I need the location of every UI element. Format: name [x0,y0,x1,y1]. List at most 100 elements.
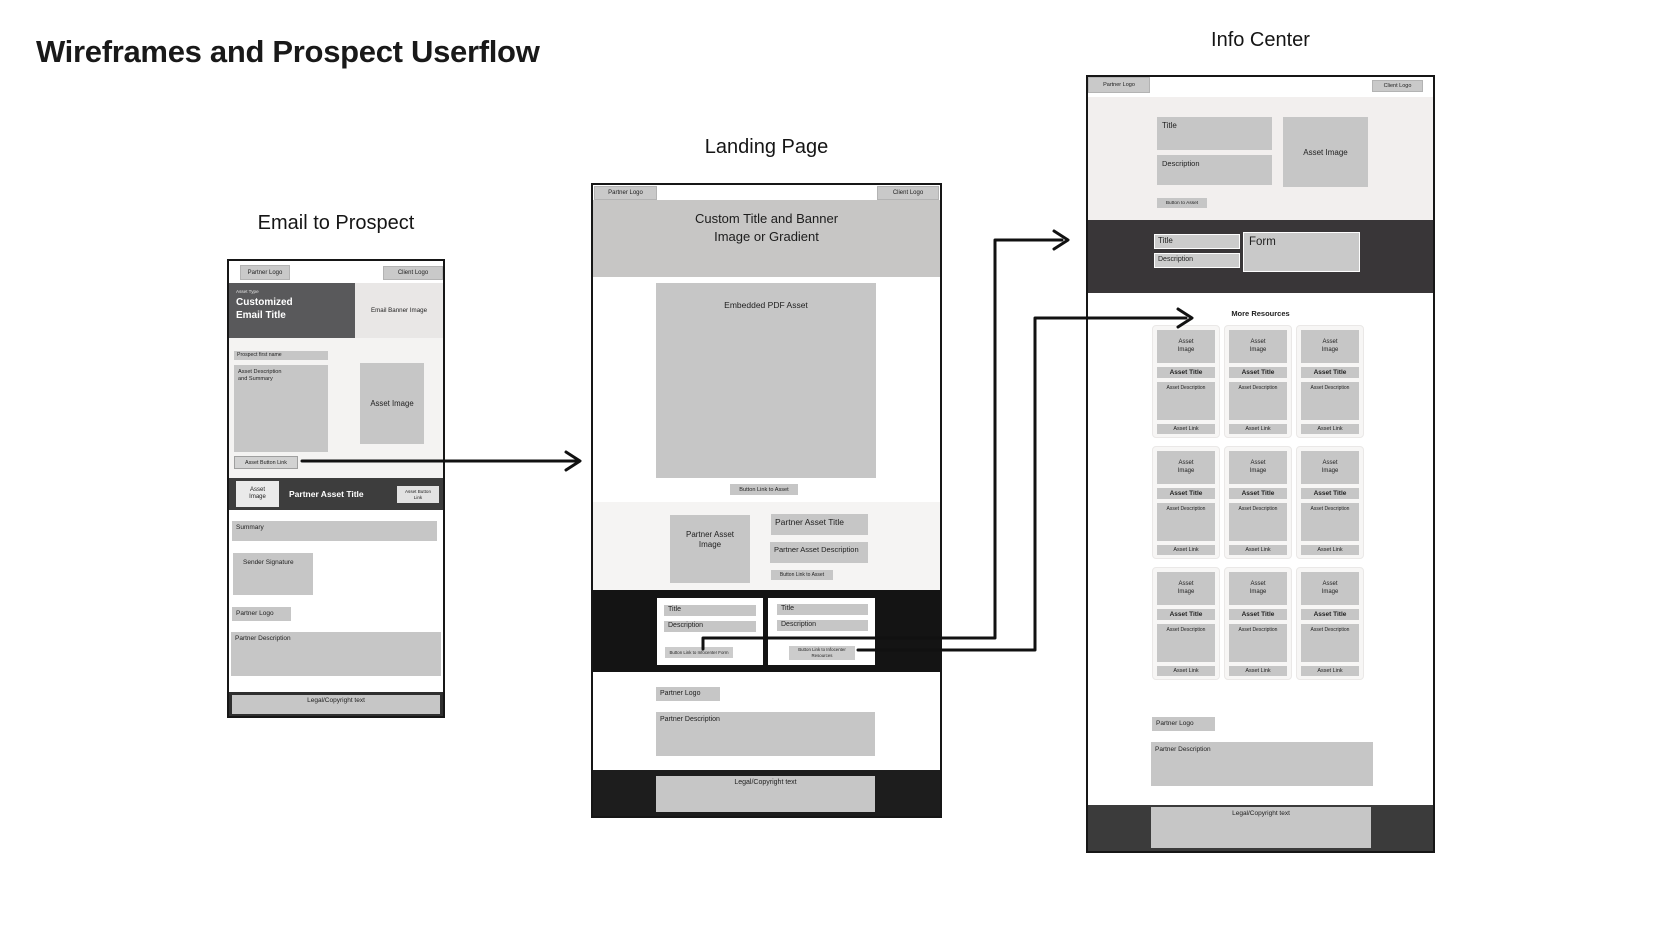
landing-embedded-pdf-placeholder: Embedded PDF Asset [656,283,876,478]
infocenter-section-title-wrap: Info Center [1086,29,1435,52]
resource-asset-link[interactable]: Asset Link [1229,424,1287,434]
landing-card-form-description: Description [664,621,756,632]
infocenter-resources-grid: Asset Image Asset Title Asset Descriptio… [1152,325,1371,680]
resource-card: Asset Image Asset Title Asset Descriptio… [1152,446,1220,559]
resource-asset-title: Asset Title [1157,367,1215,378]
resource-asset-image-placeholder: Asset Image [1157,330,1215,363]
infocenter-wireframe-panel: Partner Logo Client Logo Title Descripti… [1086,75,1435,853]
infocenter-hero-asset-image-placeholder: Asset Image [1283,117,1368,187]
resource-asset-image-placeholder: Asset Image [1229,572,1287,605]
resource-asset-title: Asset Title [1229,367,1287,378]
resource-asset-link[interactable]: Asset Link [1301,545,1359,555]
email-prospect-first-name-field[interactable]: Prospect first name [234,351,328,360]
infocenter-legal-text: Legal/Copyright text [1151,807,1371,848]
email-asset-description-box: Asset Description and Summary [234,365,328,452]
resource-asset-image-placeholder: Asset Image [1229,330,1287,363]
resource-asset-description: Asset Description [1157,624,1215,662]
email-legal-text: Legal/Copyright text [232,695,440,714]
landing-banner: Custom Title and Banner Image or Gradien… [593,200,940,277]
landing-footer: Legal/Copyright text [593,770,940,816]
resource-asset-title: Asset Title [1229,609,1287,620]
landing-client-logo: Client Logo [877,186,939,200]
landing-card-form: Title Description Button Link to Infocen… [657,598,763,665]
resource-card: Asset Image Asset Title Asset Descriptio… [1224,567,1292,680]
resource-asset-link[interactable]: Asset Link [1301,666,1359,676]
landing-partner-description-box: Partner Description [656,712,875,756]
landing-lower-partner-logo: Partner Logo [656,687,720,701]
landing-wireframe-panel: Partner Logo Client Logo Custom Title an… [591,183,942,818]
infocenter-hero-title-box: Title [1157,117,1272,150]
resource-card: Asset Image Asset Title Asset Descriptio… [1152,567,1220,680]
infocenter-form-title-bar: Title [1154,234,1240,249]
resource-asset-description: Asset Description [1157,503,1215,541]
resource-asset-link[interactable]: Asset Link [1157,666,1215,676]
infocenter-lower-partner-logo: Partner Logo [1152,717,1215,731]
landing-partner-asset-title: Partner Asset Title [771,514,868,535]
resource-asset-link[interactable]: Asset Link [1157,545,1215,555]
landing-partner-asset-description: Partner Asset Description [770,542,868,563]
resource-asset-description: Asset Description [1229,382,1287,420]
landing-button-link-infocenter-form[interactable]: Button Link to Infocenter Form [665,647,733,658]
email-partner-asset-bar: Asset Image Partner Asset Title Asset Bu… [229,478,443,510]
resource-asset-title: Asset Title [1301,609,1359,620]
email-wireframe-panel: Partner Logo Client Logo Asset Type Cust… [227,259,445,718]
email-bar-asset-image-placeholder: Asset Image [236,481,279,507]
email-customized-title: Customized Email Title [236,297,293,321]
resource-asset-image-placeholder: Asset Image [1301,572,1359,605]
email-asset-image-placeholder: Asset Image [360,363,424,444]
landing-partner-asset-image-placeholder: Partner Asset Image [670,515,750,583]
landing-card-resources-title: Title [777,604,868,615]
infocenter-form-band: Title Description Form [1088,220,1433,293]
landing-card-resources: Title Description Button Link to Infocen… [768,598,875,665]
resource-card: Asset Image Asset Title Asset Descriptio… [1296,446,1364,559]
resource-asset-title: Asset Title [1157,609,1215,620]
resource-asset-image-placeholder: Asset Image [1301,330,1359,363]
email-bar-asset-button-link[interactable]: Asset Button Link [397,486,439,503]
email-partner-asset-title: Partner Asset Title [289,489,364,499]
email-client-logo: Client Logo [383,266,443,280]
infocenter-partner-logo: Partner Logo [1088,77,1150,93]
infocenter-hero-description-box: Description [1157,155,1272,185]
landing-dark-band: Title Description Button Link to Infocen… [593,590,940,672]
landing-partner-asset-band [593,502,940,590]
email-asset-button-link[interactable]: Asset Button Link [234,456,298,469]
landing-pdf-button-link[interactable]: Button Link to Asset [730,484,798,495]
infocenter-form-description-bar: Description [1154,253,1240,268]
resource-asset-image-placeholder: Asset Image [1229,451,1287,484]
resource-asset-description: Asset Description [1229,624,1287,662]
resource-asset-link[interactable]: Asset Link [1229,545,1287,555]
arrow-email-to-landing-head [564,450,582,472]
resource-asset-link[interactable]: Asset Link [1157,424,1215,434]
resource-asset-title: Asset Title [1301,488,1359,499]
resource-card: Asset Image Asset Title Asset Descriptio… [1224,446,1292,559]
resource-asset-image-placeholder: Asset Image [1157,572,1215,605]
resource-asset-description: Asset Description [1301,382,1359,420]
infocenter-client-logo: Client Logo [1372,80,1423,92]
resource-card: Asset Image Asset Title Asset Descriptio… [1296,567,1364,680]
resource-asset-link[interactable]: Asset Link [1301,424,1359,434]
resource-asset-link[interactable]: Asset Link [1229,666,1287,676]
resource-asset-description: Asset Description [1157,382,1215,420]
landing-section-title-wrap: Landing Page [591,136,942,159]
infocenter-partner-description-box: Partner Description [1151,742,1373,786]
landing-partner-asset-button-link[interactable]: Button Link to Asset [771,570,833,580]
resource-asset-description: Asset Description [1301,503,1359,541]
email-partner-description-box: Partner Description [231,632,441,676]
infocenter-button-to-asset[interactable]: Button to Asset [1157,198,1207,208]
resource-asset-title: Asset Title [1301,367,1359,378]
resource-asset-title: Asset Title [1157,488,1215,499]
resource-card: Asset Image Asset Title Asset Descriptio… [1296,325,1364,438]
resource-card: Asset Image Asset Title Asset Descriptio… [1224,325,1292,438]
landing-button-link-infocenter-resources[interactable]: Button Link to Infocenter Resources [789,646,855,660]
resource-asset-description: Asset Description [1301,624,1359,662]
landing-card-resources-description: Description [777,620,868,631]
email-banner-image-placeholder: Email Banner Image [355,283,443,338]
landing-partner-logo: Partner Logo [594,186,657,200]
arrow-landing-to-form-head [1052,229,1070,251]
email-summary-box: Summary [232,521,437,541]
email-asset-type-label: Asset Type [236,289,259,294]
email-hero-block: Asset Type Customized Email Title [229,283,355,338]
infocenter-form-placeholder[interactable]: Form [1243,232,1360,272]
email-partner-logo: Partner Logo [240,265,290,280]
